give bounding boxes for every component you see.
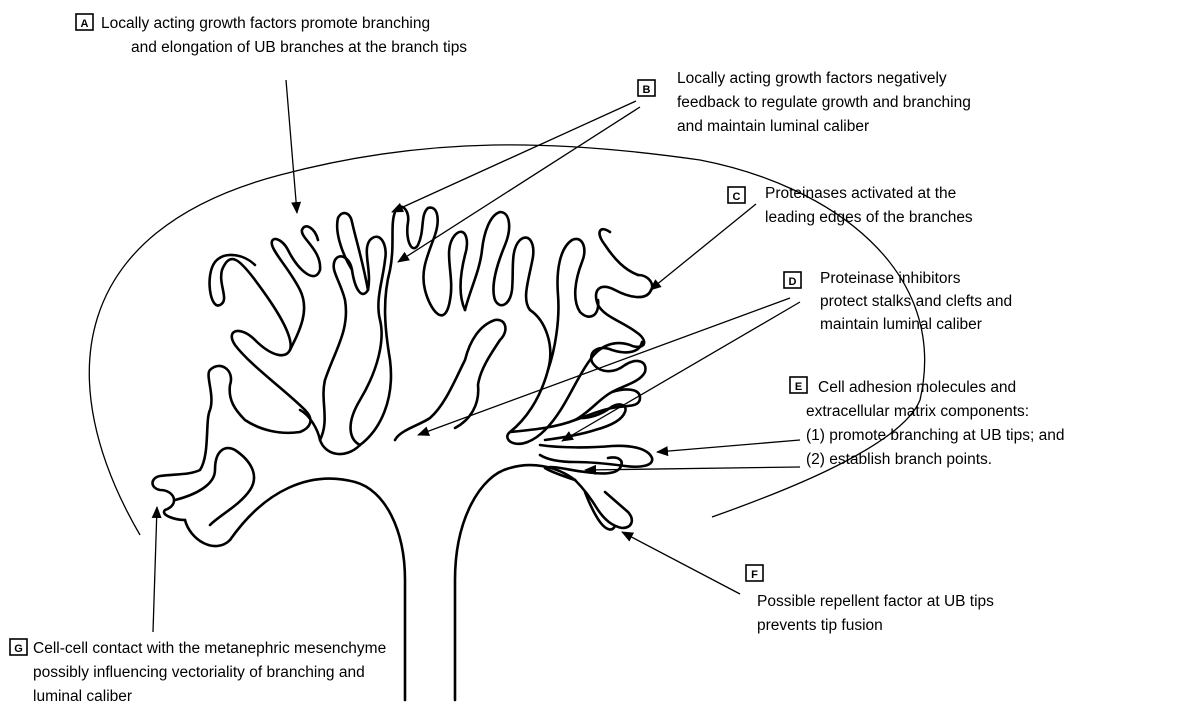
annotation-a-line-2: and elongation of UB branches at the bra… bbox=[131, 39, 467, 56]
annotation-arrows bbox=[153, 80, 800, 632]
annotation-d-line-1: Proteinase inhibitors bbox=[820, 270, 961, 287]
annotation-e-line-3: (1) promote branching at UB tips; and bbox=[806, 427, 1064, 444]
arrow-b-1 bbox=[392, 101, 636, 212]
annotation-f-line-1: Possible repellent factor at UB tips bbox=[757, 593, 994, 610]
letter-b: B bbox=[643, 84, 651, 96]
letter-a: A bbox=[81, 18, 89, 30]
annotation-c-line-2: leading edges of the branches bbox=[765, 209, 973, 226]
ureteric-bud-tree bbox=[153, 207, 653, 700]
letter-box-a: A bbox=[76, 14, 93, 30]
arrow-g bbox=[153, 507, 157, 632]
letter-d: D bbox=[789, 276, 797, 288]
arrow-d-1 bbox=[418, 298, 790, 435]
branch-right-lower bbox=[545, 405, 626, 440]
letter-g: G bbox=[14, 643, 23, 655]
annotation-a-line-1: Locally acting growth factors promote br… bbox=[101, 15, 430, 32]
annotation-g-line-1: Cell-cell contact with the metanephric m… bbox=[33, 640, 386, 657]
arrow-e-2 bbox=[585, 467, 800, 470]
annotation-e-line-4: (2) establish branch points. bbox=[806, 451, 992, 468]
annotation-e-line-1: Cell adhesion molecules and bbox=[818, 379, 1016, 396]
letter-box-e: E bbox=[790, 377, 807, 393]
arrow-f bbox=[622, 532, 740, 594]
letter-e: E bbox=[795, 381, 802, 393]
annotation-d-line-2: protect stalks and clefts and bbox=[820, 293, 1012, 310]
arrow-c bbox=[650, 204, 756, 290]
annotation-b-text: Locally acting growth factors negatively… bbox=[677, 70, 975, 135]
annotation-g-line-2: possibly influencing vectoriality of bra… bbox=[33, 664, 365, 681]
letter-box-c: C bbox=[728, 187, 745, 203]
annotation-b-line-3: and maintain luminal caliber bbox=[677, 118, 869, 135]
letter-box-g: G bbox=[10, 639, 27, 655]
arrow-a bbox=[286, 80, 297, 213]
letter-box-d: D bbox=[784, 272, 801, 288]
annotation-d-text: Proteinase inhibitors protect stalks and… bbox=[820, 270, 1016, 333]
branch-left-mid bbox=[210, 255, 305, 410]
branch-center bbox=[360, 207, 467, 445]
annotation-f-text: Possible repellent factor at UB tips pre… bbox=[757, 593, 998, 634]
annotation-b-line-2: feedback to regulate growth and branchin… bbox=[677, 94, 971, 111]
annotation-d-line-3: maintain luminal caliber bbox=[820, 316, 982, 333]
letter-box-f: F bbox=[746, 565, 763, 581]
annotation-g-line-3: luminal caliber bbox=[33, 688, 132, 705]
arrow-b-2 bbox=[398, 107, 640, 262]
annotation-f-line-2: prevents tip fusion bbox=[757, 617, 883, 634]
annotation-a-text: Locally acting growth factors promote br… bbox=[101, 15, 467, 56]
annotation-c-line-1: Proteinases activated at the bbox=[765, 185, 956, 202]
letter-c: C bbox=[733, 191, 741, 203]
letter-f: F bbox=[751, 569, 758, 581]
annotation-e-text: Cell adhesion molecules and extracellula… bbox=[806, 379, 1069, 468]
annotation-g-text: Cell-cell contact with the metanephric m… bbox=[33, 640, 391, 705]
branch-center-left bbox=[320, 237, 386, 445]
branch-left-lower bbox=[153, 366, 311, 520]
arrow-e-1 bbox=[657, 440, 800, 452]
annotation-c-text: Proteinases activated at the leading edg… bbox=[765, 185, 973, 226]
arrow-d-2 bbox=[562, 302, 800, 441]
annotation-b-line-1: Locally acting growth factors negatively bbox=[677, 70, 947, 87]
annotation-e-line-2: extracellular matrix components: bbox=[806, 403, 1029, 420]
letter-box-b: B bbox=[638, 80, 655, 96]
